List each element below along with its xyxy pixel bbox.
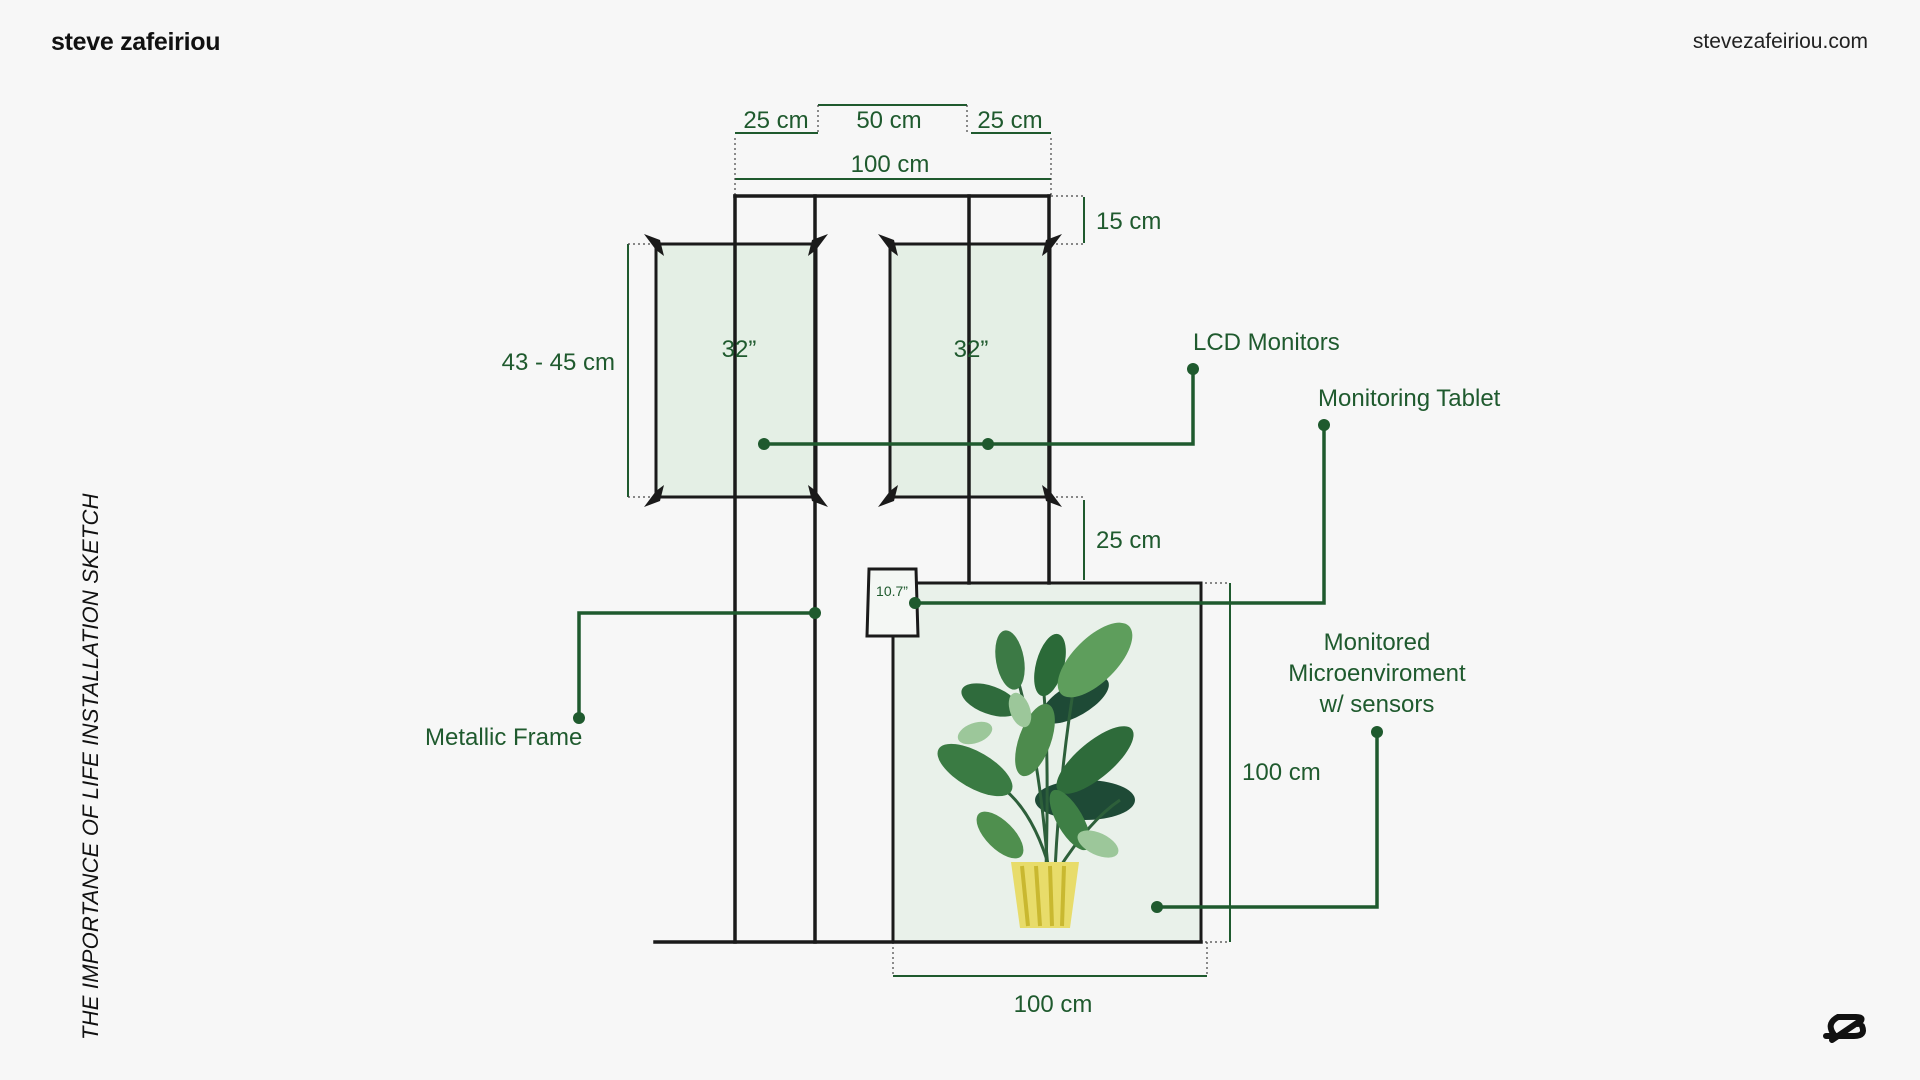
brand-logo-icon <box>1823 1014 1866 1043</box>
dim-monitor-box-gap: 25 cm <box>1096 527 1161 554</box>
callout-microenv-line1: Monitored <box>1324 629 1431 656</box>
monitor-corner-clamps <box>644 234 1062 507</box>
callout-metallic-frame: Metallic Frame <box>425 724 582 751</box>
monitor-left-size: 32” <box>722 336 757 363</box>
monitor-right-size: 32” <box>954 336 989 363</box>
callout-microenv-line2: Microenviroment <box>1288 660 1466 687</box>
brand-name: steve zafeiriou <box>51 28 221 56</box>
dim-frame-width: 100 cm <box>851 151 930 178</box>
metallic-frame <box>653 194 1203 944</box>
dim-top-offset: 15 cm <box>1096 208 1161 235</box>
callout-lines <box>577 369 1379 909</box>
plant-illustration <box>937 622 1135 928</box>
website-link[interactable]: stevezafeiriou.com <box>1692 30 1868 53</box>
tablet-size: 10.7” <box>876 583 908 599</box>
dimension-guides <box>628 105 1230 976</box>
dim-monitor-height: 43 - 45 cm <box>502 349 615 376</box>
dim-top-center-gap: 50 cm <box>856 107 921 134</box>
callout-dots <box>573 363 1383 913</box>
callout-monitoring-tablet: Monitoring Tablet <box>1318 385 1501 412</box>
dim-box-height: 100 cm <box>1242 759 1321 786</box>
dim-top-left-gap: 25 cm <box>743 107 808 134</box>
callout-microenv-line3: w/ sensors <box>1319 691 1435 718</box>
callout-lcd-monitors: LCD Monitors <box>1193 329 1340 356</box>
monitoring-tablet <box>865 567 920 638</box>
dimension-lines <box>627 104 1231 977</box>
dim-box-width: 100 cm <box>1014 991 1093 1018</box>
dim-top-right-gap: 25 cm <box>977 107 1042 134</box>
